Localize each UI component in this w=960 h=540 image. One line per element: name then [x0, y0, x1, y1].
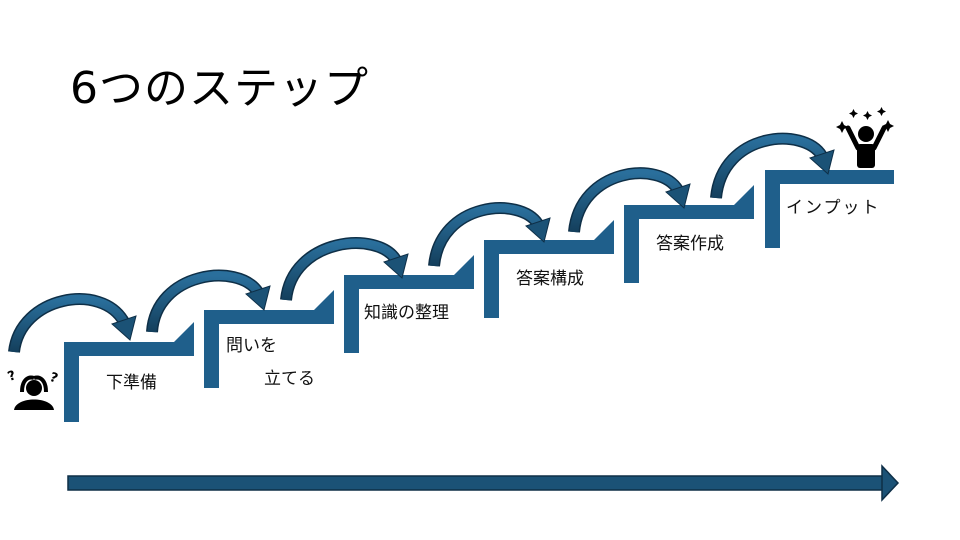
curved-arrow-1 [8, 293, 137, 354]
step-1 [64, 322, 194, 422]
step-label-1: 下準備 [106, 373, 157, 393]
step-corner-triangle [594, 220, 614, 240]
curved-arrow-4 [428, 202, 551, 267]
step-label-2-line1: 問いを [226, 336, 277, 356]
confused-person-icon: ? ? [6, 368, 60, 410]
step-corner-triangle [454, 255, 474, 275]
step-label-4: 答案構成 [516, 269, 584, 289]
step-bracket [484, 240, 614, 318]
curved-arrow-3 [280, 237, 409, 301]
svg-text:?: ? [6, 368, 18, 385]
curved-arrow-5 [568, 167, 691, 233]
step-label-3: 知識の整理 [364, 303, 449, 323]
step-bracket [344, 275, 474, 353]
step-corner-triangle [174, 322, 194, 342]
page-title: 6つのステップ [70, 63, 369, 114]
step-6 [765, 170, 894, 248]
curved-arrow-6 [710, 132, 835, 199]
svg-text:?: ? [48, 370, 60, 387]
happy-person-icon [836, 107, 894, 168]
step-label-5: 答案作成 [656, 234, 724, 254]
step-label-6: インプット [786, 198, 881, 218]
sparkle-icon [836, 107, 894, 133]
step-bracket [64, 342, 194, 422]
step-label-2-line2: 立てる [264, 369, 315, 389]
step-bracket [765, 170, 894, 248]
step-2 [204, 290, 334, 388]
curved-arrow-2 [146, 269, 271, 333]
step-5 [624, 185, 754, 283]
step-3 [344, 255, 474, 353]
step-corner-triangle [314, 290, 334, 310]
step-corner-triangle [734, 185, 754, 205]
step-4 [484, 220, 614, 318]
step-bracket [624, 205, 754, 283]
timeline-arrow [67, 464, 900, 502]
step-bracket [204, 310, 334, 388]
